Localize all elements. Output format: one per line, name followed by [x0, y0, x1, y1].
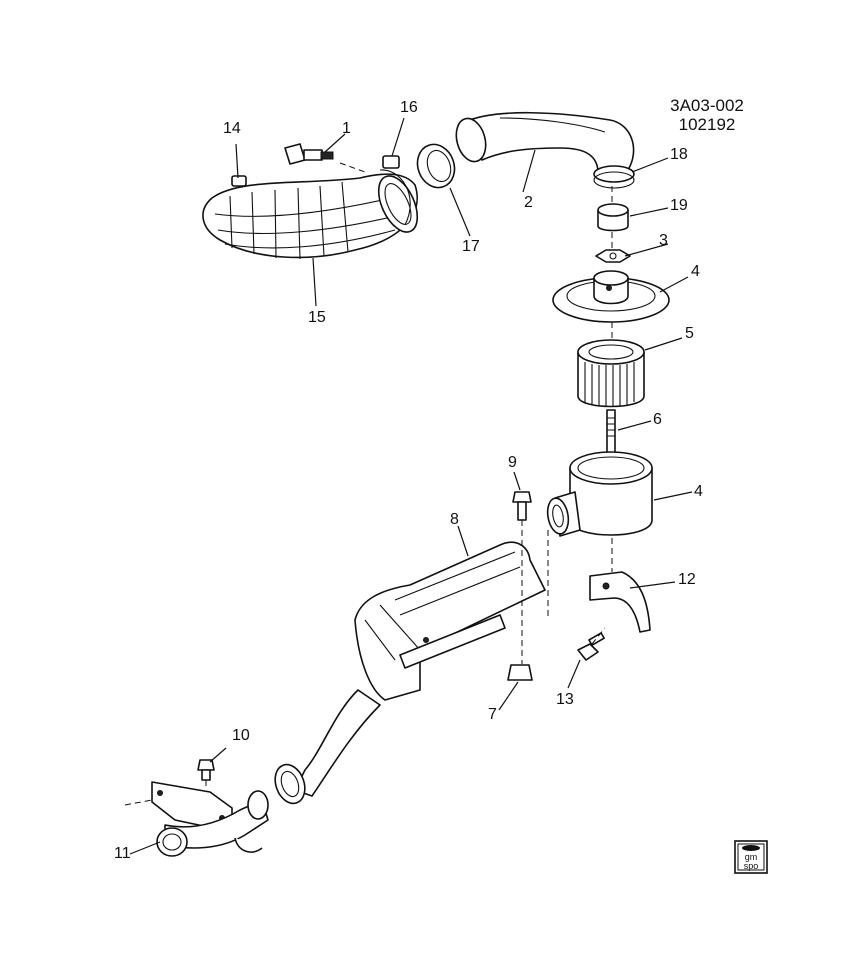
part-10-bolt [197, 759, 215, 781]
part-8-resonator [354, 541, 546, 701]
callout-18: 18 [670, 146, 688, 163]
callout-11: 11 [114, 845, 131, 862]
callout-12: 12 [678, 571, 696, 588]
callout-16: 16 [400, 99, 418, 116]
callout-5: 5 [685, 325, 694, 342]
part-9-bolt [512, 491, 532, 521]
part-16-hose-clamp [379, 155, 411, 226]
part-12-bracket [589, 571, 651, 633]
callout-15: 15 [308, 309, 326, 326]
part-4-air-cleaner-housing [546, 451, 653, 537]
part-7-clip-nut [507, 664, 533, 681]
callout-6: 6 [653, 411, 662, 428]
callout-19: 19 [670, 197, 688, 214]
alignment-lines [124, 162, 613, 806]
callout-7: 7 [488, 706, 497, 723]
part-17-coupler [416, 143, 456, 189]
callout-4-housing: 4 [694, 483, 703, 500]
part-13-bolt [577, 632, 605, 661]
callout-3: 3 [659, 232, 668, 249]
leader-lines [129, 117, 693, 855]
callout-10: 10 [232, 727, 250, 744]
logo-line-1: gm [744, 852, 758, 862]
drawing-code: 3A03-002 [670, 96, 744, 115]
callout-8: 8 [450, 511, 459, 528]
callout-1: 1 [342, 120, 351, 137]
part-1-sensor [284, 143, 334, 165]
drawing-date: 102192 [678, 115, 736, 134]
gm-spo-logo-text: gm spo [734, 853, 768, 871]
callout-2: 2 [524, 194, 533, 211]
lower-intake-duct [274, 689, 381, 805]
part-3-wing-nut [595, 249, 631, 263]
callout-4-cover: 4 [691, 263, 700, 280]
logo-line-2: spo [743, 861, 759, 871]
part-14-hose-clamp [231, 175, 247, 187]
part-5-filter-element [577, 339, 645, 408]
callout-14: 14 [223, 120, 241, 137]
part-19-sleeve [597, 203, 629, 232]
callout-17: 17 [462, 238, 480, 255]
part-18-clamp [593, 165, 635, 189]
part-4-air-cleaner-cover [552, 270, 670, 323]
gm-spo-logo-icon [734, 840, 768, 874]
callout-9: 9 [508, 454, 517, 471]
callout-13: 13 [556, 691, 574, 708]
part-11-inlet-assembly [151, 781, 269, 857]
